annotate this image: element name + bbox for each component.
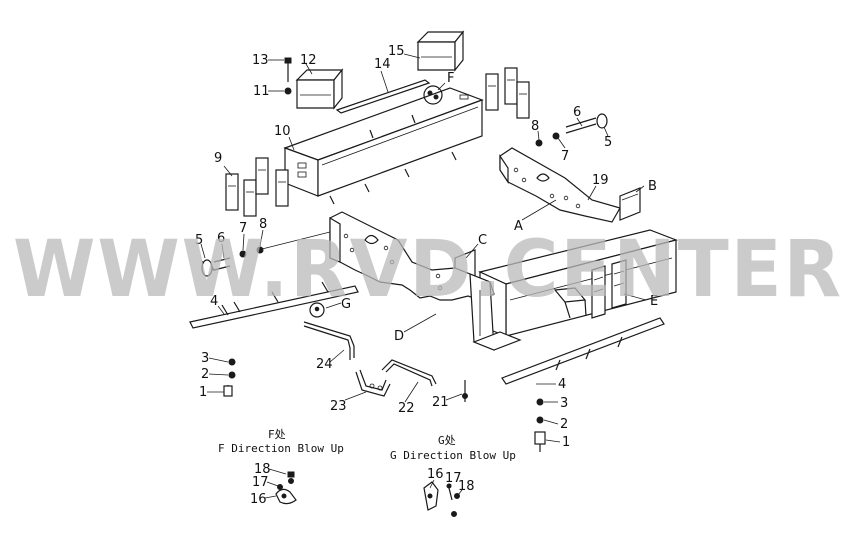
g-caption-subtitle: G Direction Blow Up	[390, 449, 516, 462]
part-22-rod	[381, 359, 437, 387]
label-c: C	[478, 233, 487, 248]
callout-18-g: 18	[458, 479, 475, 494]
part-24-rod	[303, 321, 355, 360]
callout-labels: 13 12 15 14 11 10 9 8 7 6 5 8 7 6 5 19 4…	[195, 44, 612, 507]
right-pin-assembly	[535, 113, 608, 147]
callout-2-right: 2	[560, 417, 568, 432]
callout-17-f: 17	[252, 475, 269, 490]
part-15-mount-block	[416, 30, 465, 72]
callout-8-left: 8	[259, 217, 267, 232]
watermark-text: WWW.RVD.CENTER	[13, 225, 843, 315]
callout-21: 21	[432, 395, 449, 410]
callout-22: 22	[398, 401, 415, 416]
callout-1-right: 1	[562, 435, 570, 450]
label-e: E	[650, 294, 658, 309]
callout-8-right: 8	[531, 119, 539, 134]
part-12-mount-block	[295, 68, 344, 110]
callout-12: 12	[300, 53, 317, 68]
f-caption-subtitle: F Direction Blow Up	[218, 442, 344, 455]
callout-16-g: 16	[427, 467, 444, 482]
plate-holes-right	[513, 167, 581, 209]
callout-14: 14	[374, 57, 391, 72]
label-b: B	[648, 179, 657, 194]
callout-6-left: 6	[217, 231, 225, 246]
callout-4-left: 4	[210, 294, 218, 309]
part-23-rod	[355, 369, 391, 397]
plate-holes-left	[343, 233, 443, 291]
label-g: G	[341, 297, 351, 312]
letter-labels: F A B C D E G	[341, 71, 658, 344]
callout-11: 11	[253, 84, 270, 99]
leader-lines	[200, 53, 647, 443]
part-21-pin	[462, 380, 468, 402]
callout-24: 24	[316, 357, 333, 372]
g-detail-parts	[423, 479, 463, 517]
callout-9: 9	[214, 151, 222, 166]
g-caption-title: G处	[438, 434, 456, 447]
fastener-stack-right	[534, 398, 546, 452]
callout-19: 19	[592, 173, 609, 188]
callout-1-left: 1	[199, 385, 207, 400]
callout-7-right: 7	[561, 149, 569, 164]
left-side-plate	[329, 211, 522, 351]
part-9-shims-left	[225, 157, 289, 217]
callout-4-right: 4	[558, 377, 566, 392]
detail-f-marker	[423, 85, 443, 105]
callout-18-f: 18	[254, 462, 271, 477]
part-13-bolt	[284, 57, 292, 82]
blowup-captions: F处 F Direction Blow Up G处 G Direction Bl…	[218, 428, 516, 462]
part-10-cross-member	[283, 87, 484, 205]
callout-16-f: 16	[250, 492, 267, 507]
detail-g-marker	[309, 302, 325, 318]
label-f: F	[447, 71, 454, 86]
callout-23: 23	[330, 399, 347, 414]
callout-17-g: 17	[445, 471, 462, 486]
f-detail-parts	[264, 468, 297, 505]
f-caption-title: F处	[268, 428, 286, 441]
part-14-rod	[335, 79, 431, 114]
callout-5-left: 5	[195, 233, 203, 248]
left-pin-assembly	[201, 231, 331, 277]
fastener-stack-left	[223, 358, 236, 397]
part-9-shims-right	[485, 67, 530, 119]
callout-6-right: 6	[573, 105, 581, 120]
callout-10: 10	[274, 124, 291, 139]
part-4-strip-right	[501, 317, 665, 385]
part-4-strip-left	[189, 281, 359, 329]
label-a: A	[514, 219, 523, 234]
callout-7-left: 7	[239, 221, 247, 236]
callout-3-left: 3	[201, 351, 209, 366]
callout-5-right: 5	[604, 135, 612, 150]
callout-13: 13	[252, 53, 269, 68]
callout-2-left: 2	[201, 367, 209, 382]
label-d: D	[394, 329, 404, 344]
callout-3-right: 3	[560, 396, 568, 411]
part-11-washer	[284, 87, 292, 95]
callout-15: 15	[388, 44, 405, 59]
right-side-plate	[499, 147, 641, 223]
